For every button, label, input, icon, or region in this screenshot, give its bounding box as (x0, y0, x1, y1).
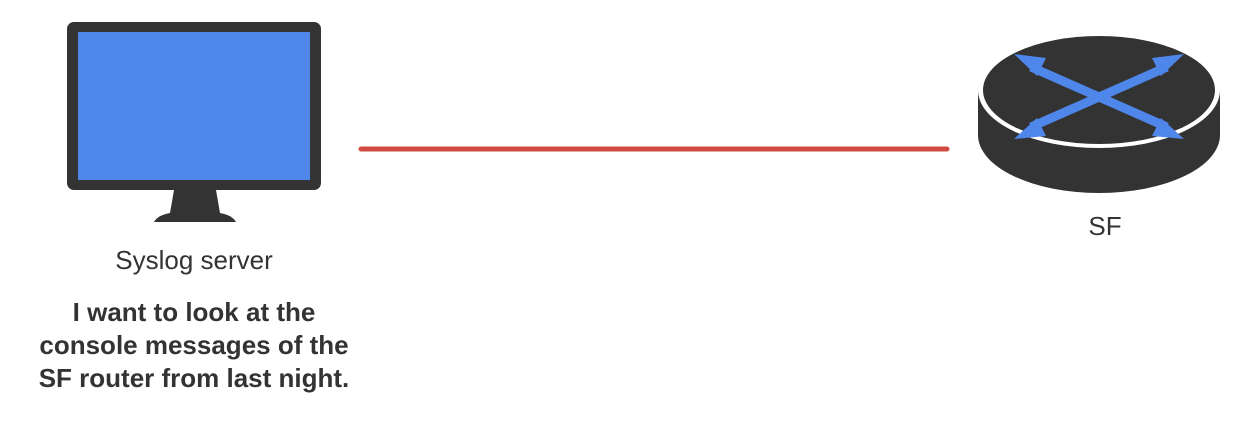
router-arrows (1014, 54, 1184, 139)
monitor-screen (78, 32, 310, 180)
router-label: SF (1088, 211, 1122, 241)
router-top (983, 36, 1215, 144)
router-icon (978, 32, 1220, 193)
message-line: I want to look at the (72, 297, 316, 327)
monitor-icon (67, 22, 321, 222)
network-link (358, 146, 950, 152)
message-line: SF router from last night. (38, 363, 350, 393)
monitor-stand (154, 190, 236, 222)
message-line: console messages of the (39, 330, 349, 360)
message-text: I want to look at the console messages o… (14, 296, 374, 395)
syslog-server-label: Syslog server (115, 245, 273, 275)
